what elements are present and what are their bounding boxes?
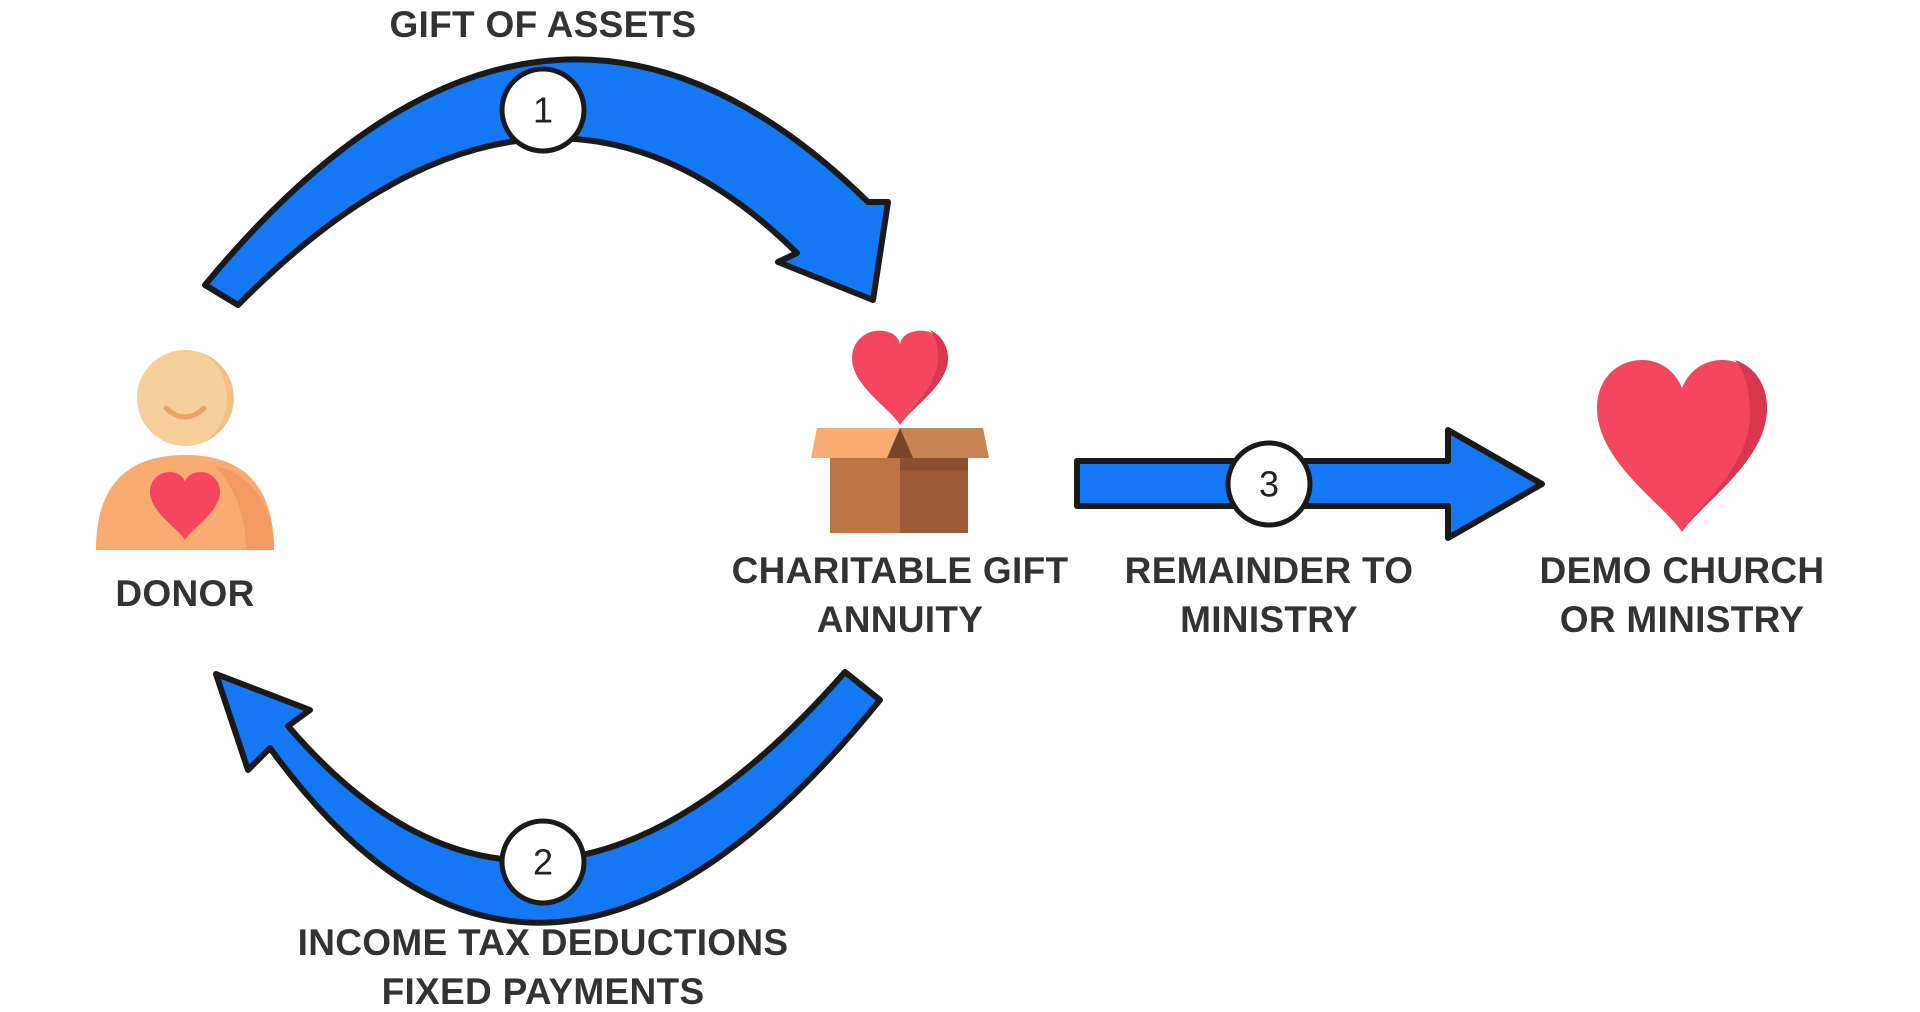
arrow-income-return xyxy=(213,669,883,926)
arrow-gift-of-assets xyxy=(202,56,891,308)
step-3-label: REMAINDER TO MINISTRY xyxy=(1109,546,1429,644)
donor-label: DONOR xyxy=(115,573,255,614)
step-number-1: 1 xyxy=(533,90,553,131)
ministry-label-line-2: OR MINISTRY xyxy=(1559,599,1805,640)
annuity-label-line-2: ANNUITY xyxy=(816,599,984,640)
step-3-label-line-2: MINISTRY xyxy=(1180,599,1358,640)
step-badge-3: 3 xyxy=(1225,440,1313,528)
step-3-label-line-1: REMAINDER TO xyxy=(1124,550,1414,591)
step-number-3: 3 xyxy=(1259,464,1279,505)
step-2-label-line-1: INCOME TAX DEDUCTIONS xyxy=(297,922,789,963)
annuity-label: CHARITABLE GIFT ANNUITY xyxy=(720,546,1080,644)
step-number-2: 2 xyxy=(533,842,553,883)
step-2-label: INCOME TAX DEDUCTIONS FIXED PAYMENTS xyxy=(243,918,843,1012)
heart-icon xyxy=(1597,359,1767,532)
step-badge-2: 2 xyxy=(499,818,587,906)
step-badge-1: 1 xyxy=(499,66,587,154)
step-1-label: GIFT OF ASSETS xyxy=(389,4,697,45)
step-2-label-line-2: FIXED PAYMENTS xyxy=(381,971,705,1012)
ministry-label: DEMO CHURCH OR MINISTRY xyxy=(1522,546,1842,644)
ministry-label-line-1: DEMO CHURCH xyxy=(1539,550,1825,591)
gift-box-icon xyxy=(811,330,989,533)
donor-icon xyxy=(96,350,274,550)
annuity-label-line-1: CHARITABLE GIFT xyxy=(731,550,1069,591)
